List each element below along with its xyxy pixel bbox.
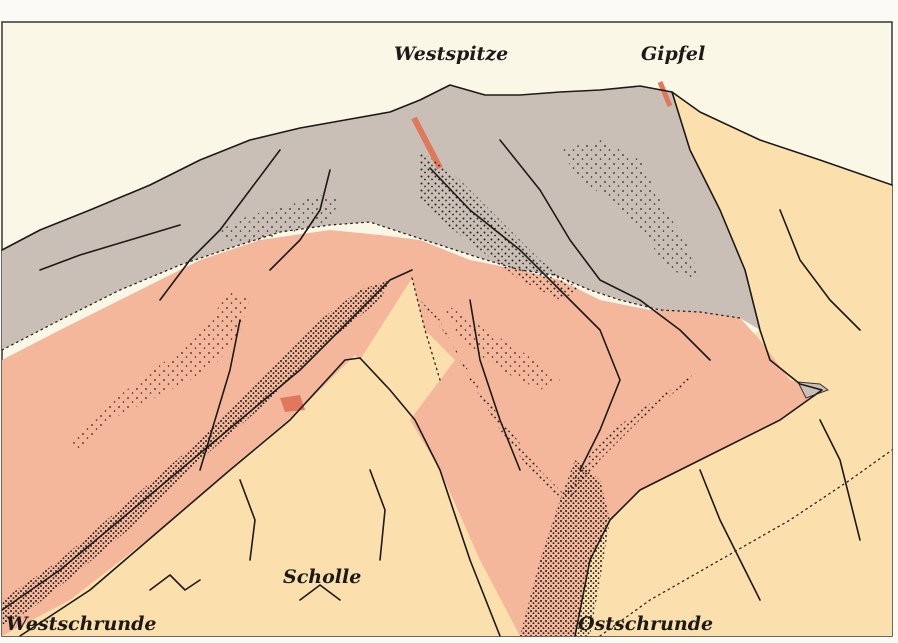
label-scholle: Scholle [283, 566, 361, 588]
label-westschrunde: Westschrunde [6, 613, 156, 635]
label-westspitze: Westspitze [394, 43, 508, 65]
label-gipfel: Gipfel [641, 43, 705, 65]
label-ostschrunde: Ostschrunde [578, 613, 713, 635]
